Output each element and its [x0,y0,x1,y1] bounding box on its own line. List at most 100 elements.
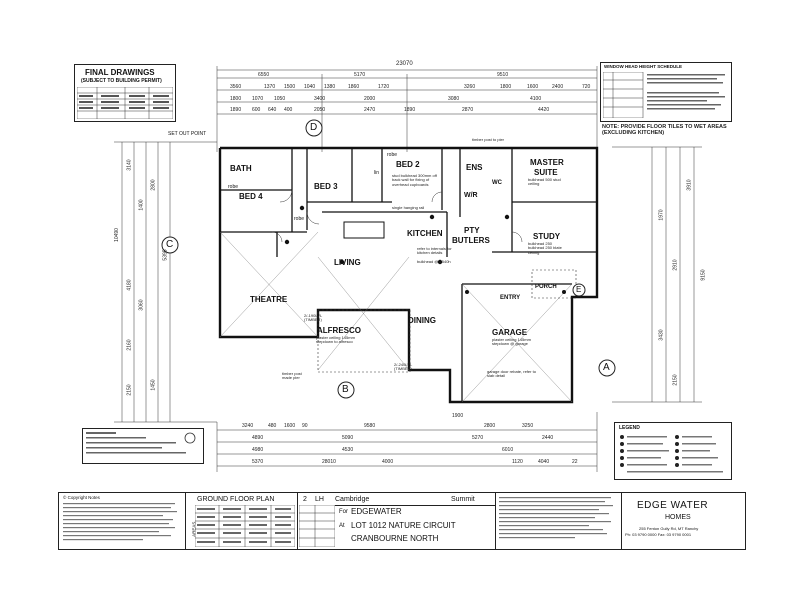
room-robe2: robe [294,216,305,222]
final-drawings-table [77,87,173,119]
copyright-text-lines [63,503,177,541]
final-drawings-box: FINAL DRAWINGS (SUBJECT TO BUILDING PERM… [74,64,176,122]
room-alfresco: ALFRESCO [317,326,361,335]
final-drawings-subtitle: (SUBJECT TO BUILDING PERMIT) [81,78,162,84]
room-master: MASTER [530,158,564,167]
dim-bottom-r1-1: 480 [268,423,277,429]
dim-left-7: 2160 [126,339,133,351]
note-kitchen-ref: refer to internals for kitchen details [417,246,452,256]
note-study: bulkhead 250 bulkhead 250 blate ceiling [528,241,562,255]
dim-left-8: 2150 [126,384,133,396]
dim-right-3: 9150 [700,269,707,281]
title-divider-1 [185,493,186,549]
dim-bottom-r4-0: 5370 [252,459,264,465]
note-alfresco: plaster ceiling 145mm stepdown to alfres… [316,335,355,345]
room-wir: W/R [464,192,478,199]
dim-top-r1-1: 5170 [354,72,366,78]
company-phone: Ph: 03 9790 0000 Fax: 03 9790 0001 [625,532,692,537]
dim-left-3: 2800 [150,179,157,191]
note-timber-post2: timber post made pier [282,371,302,381]
room-bed3: BED 3 [314,182,338,191]
dim-bottom-r1-2: 1600 [284,423,296,429]
areas-table [195,505,295,547]
room-robe3: robe [387,152,398,158]
dim-bottom-r1-3: 90 [302,423,308,429]
dim-top-r1-2: 9510 [497,72,509,78]
dim-top-r2-10: 2400 [552,84,564,90]
dim-top-r2-9: 1600 [527,84,539,90]
window-schedule-title: WINDOW HEAD HEIGHT SCHEDULE [604,64,682,69]
dim-left-2: 1400 [138,199,145,211]
range-name: Summit [451,496,475,503]
dim-top-r2-4: 1380 [324,84,336,90]
title-divider-2 [297,493,298,549]
dim-top-r3-4: 2000 [364,96,376,102]
copyright-label: © Copyright Notes [63,495,100,500]
plan-sheet: FINAL DRAWINGS (SUBJECT TO BUILDING PERM… [52,52,748,550]
revision-table [299,505,335,547]
dim-top-r2-11: 720 [582,84,591,90]
dim-left-6: 3060 [138,299,145,311]
builder-notes-lines [499,497,613,539]
dim-top-r4-4: 2050 [314,107,326,113]
legend-title: LEGEND [619,425,640,431]
dim-top-r4-0: 1890 [230,107,242,113]
dim-top-r2-8: 1800 [500,84,512,90]
scale-number: 2 [303,496,307,503]
note-garage-door: garage door rebate, refer to slab detail [487,369,536,379]
room-bed4: BED 4 [239,192,263,201]
dim-bottom-r2-1: 5090 [342,435,354,441]
dim-left-9: 1450 [150,379,157,391]
dim-top-r4-1: 600 [252,107,261,113]
title-divider-3 [335,505,495,506]
room-garage: GARAGE [492,328,528,337]
dim-bottom-r4-2: 4000 [382,459,394,465]
dim-top-r4-6: 1890 [404,107,416,113]
room-bath: BATH [230,164,252,173]
dim-bottom-r1-5: 2800 [484,423,496,429]
room-pty: PTY [464,226,480,235]
dim-top-r4-3: 400 [284,107,293,113]
dim-top-r4-2: 640 [268,107,277,113]
plan-side: LH [315,496,324,503]
dim-bottom-r4-5: 22 [572,459,578,465]
dim-top-r2-3: 1040 [304,84,316,90]
room-butlers: BUTLERS [452,236,490,245]
room-living: LIVING [334,258,361,267]
room-wc: WC [492,180,502,186]
grid-mark-e: E [576,285,582,294]
dim-bottom-r1-4: 9580 [364,423,376,429]
dim-top-r4-8: 4420 [538,107,550,113]
company-name-1: EDGE WATER [637,500,709,511]
dim-bottom-r2-3: 5270 [472,435,484,441]
dim-top-r1-0: 6550 [258,72,270,78]
dim-top-r3-6: 4100 [530,96,542,102]
note-bulkhead: bulkhead @ 2540h [417,259,451,264]
dim-bottom-r3-1: 4530 [342,447,354,453]
room-study: STUDY [533,232,561,241]
dim-bottom-r2-2: 1900 [452,413,464,419]
note-bed2: stud bulkhead 300mm off back wall for fi… [392,173,437,187]
legend-box: LEGEND [614,422,732,480]
dim-top-r3-3: 3400 [314,96,326,102]
dim-bottom-r4-4: 4040 [538,459,550,465]
grid-mark-d: D [310,122,318,133]
room-kitchen: KITCHEN [407,229,443,238]
grid-mark-b: B [342,384,349,395]
dim-top-r3-1: 1070 [252,96,264,102]
dim-bottom-r2-4: 2440 [542,435,554,441]
note-master: bulkhead 500 stud ceiling [528,177,561,187]
window-schedule-table [603,72,725,118]
dim-bottom-r3-0: 4980 [252,447,264,453]
beam-label-1: 2/-190LVL (TIMBER) [304,313,323,323]
title-divider-5 [621,493,622,549]
title-block: © Copyright Notes AREAS GROUND FLOOR PLA… [58,492,746,550]
note-garage: plaster ceiling 145mm stepdown @ garage [492,337,531,347]
wet-areas-note: NOTE: PROVIDE FLOOR TILES TO WET AREAS (… [602,124,727,137]
dim-bottom-r4-3: 1120 [512,459,523,465]
note-timber-post: timber post to pier [472,137,505,142]
room-suite: SUITE [534,168,558,177]
room-entry: ENTRY [500,295,521,301]
floor-plan-drawing [114,66,702,472]
dim-right-4: 3430 [658,329,665,341]
